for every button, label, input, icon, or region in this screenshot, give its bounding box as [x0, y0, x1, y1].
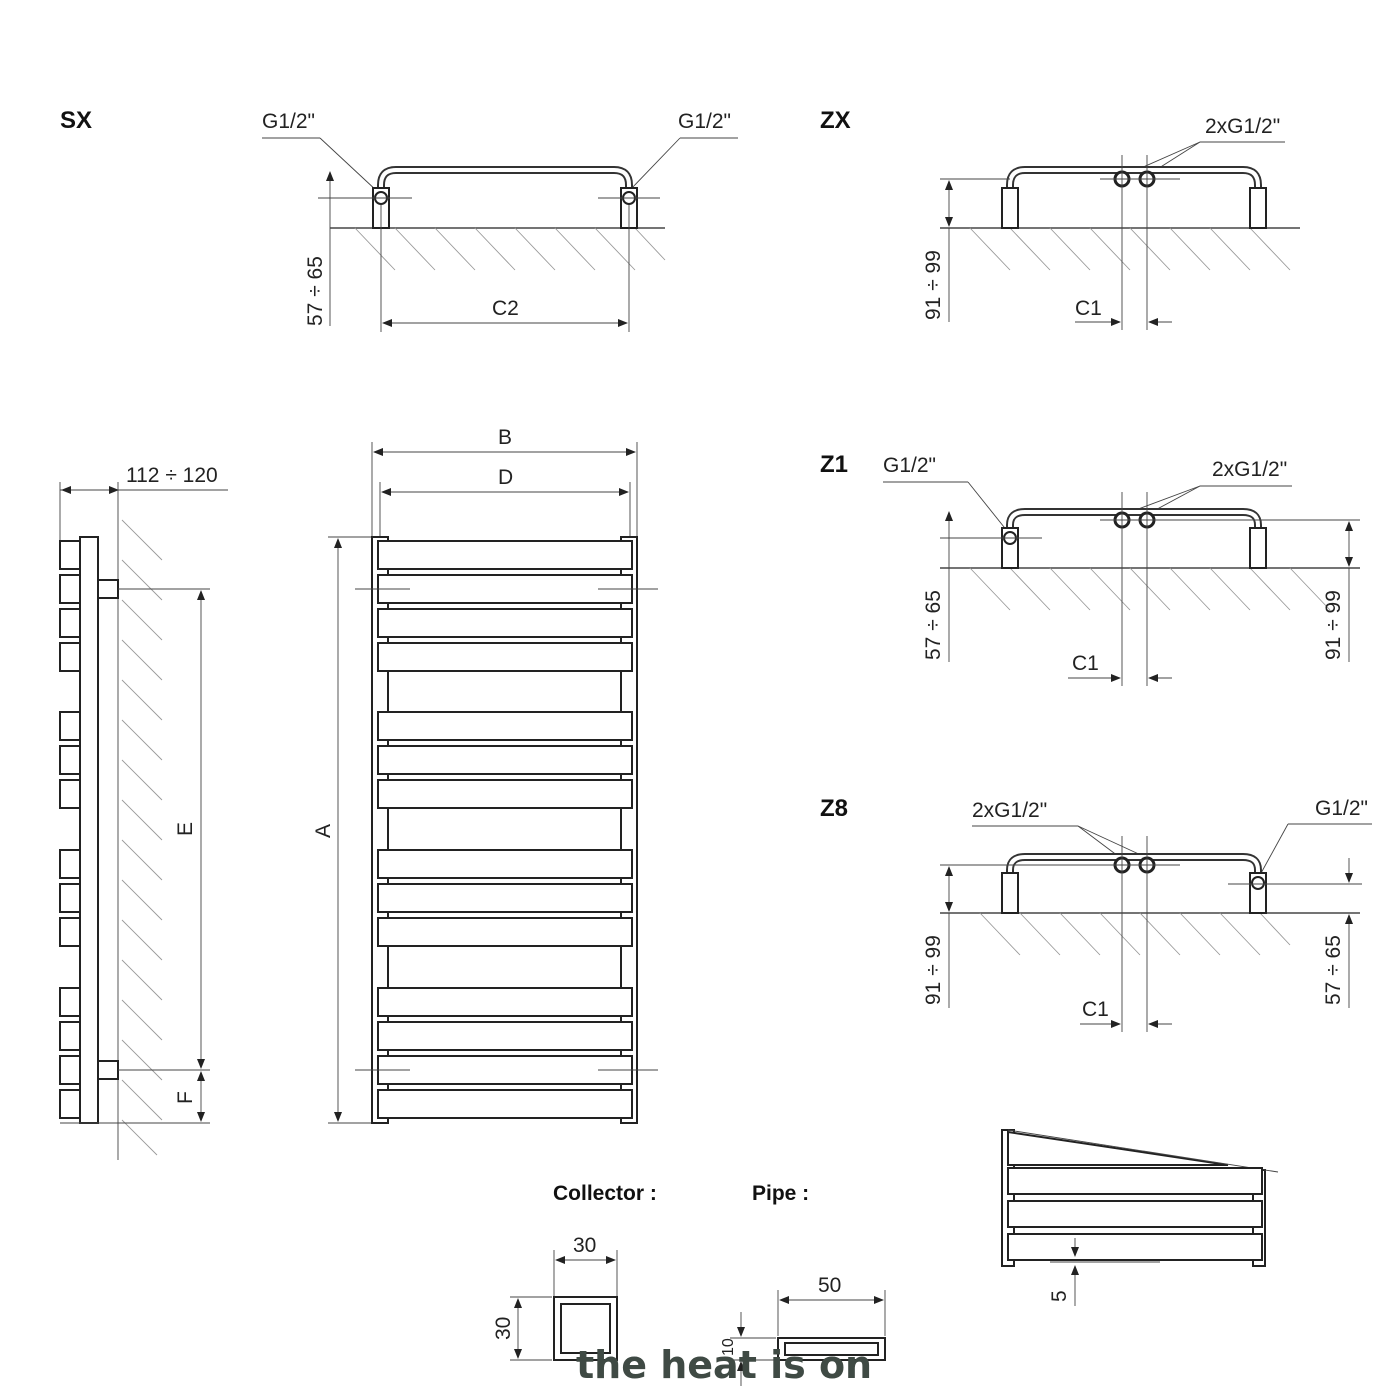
zx-spacing-label: C1 [1075, 297, 1102, 320]
zx-conn-label: 2xG1/2" [1205, 115, 1280, 138]
sx-title: SX [60, 107, 92, 134]
z8-conn-mid-label: 2xG1/2" [972, 799, 1047, 822]
pipe-section: Pipe : 50 10 [720, 1182, 886, 1386]
side-f-label: F [174, 1091, 197, 1104]
z1-conn-mid-label: 2xG1/2" [1212, 458, 1287, 481]
pipe-width-label: 50 [818, 1274, 841, 1297]
sx-wall-hatch [354, 227, 666, 271]
zx-title: ZX [820, 107, 851, 134]
zx-view: ZX 2xG1/2" C1 91 ÷ 99 [820, 107, 1300, 330]
front-a-label: A [312, 824, 335, 838]
sx-conn-left-label: G1/2" [262, 110, 315, 133]
z8-height-right-label: 57 ÷ 65 [1322, 935, 1345, 1005]
z1-view: Z1 G1/2" 2xG1/2" C1 57 ÷ 65 91 ÷ 99 [820, 451, 1360, 686]
z1-height-left-label: 57 ÷ 65 [922, 590, 945, 660]
side-e-label: E [174, 822, 197, 836]
collector-width-label: 30 [573, 1234, 596, 1257]
side-view: 112 ÷ 120 E F [59, 464, 228, 1160]
sx-spacing-label: C2 [492, 297, 519, 320]
zx-height-label: 91 ÷ 99 [922, 250, 945, 320]
front-b-label: B [498, 426, 512, 449]
sx-height-label: 57 ÷ 65 [304, 256, 327, 326]
collector-right [620, 536, 638, 1124]
z8-height-left-label: 91 ÷ 99 [922, 935, 945, 1005]
z1-spacing-label: C1 [1072, 652, 1099, 675]
gap-detail: 5 [1001, 1129, 1279, 1306]
z1-title: Z1 [820, 451, 848, 478]
front-d-label: D [498, 466, 513, 489]
watermark: the heat is on [576, 1343, 872, 1387]
z8-conn-right-label: G1/2" [1315, 797, 1368, 820]
pipe-height-label: 10 [720, 1338, 737, 1356]
z8-title: Z8 [820, 795, 848, 822]
collector-section: Collector : 30 30 [492, 1182, 657, 1361]
side-depth-label: 112 ÷ 120 [126, 464, 218, 487]
z8-spacing-label: C1 [1082, 998, 1109, 1021]
front-view: B D A [312, 426, 658, 1124]
z1-conn-left-label: G1/2" [883, 454, 936, 477]
sx-view: SX G1/2" G1/2" 57 ÷ 65 C2 [60, 107, 738, 332]
gap-label: 5 [1048, 1290, 1071, 1302]
collector-label: Collector : [553, 1182, 657, 1205]
pipe-label: Pipe : [752, 1182, 809, 1205]
collector-height-label: 30 [492, 1317, 515, 1340]
collector-left [371, 536, 389, 1124]
z8-view: Z8 2xG1/2" G1/2" C1 91 ÷ 99 57 ÷ 65 [820, 795, 1372, 1032]
z1-height-right-label: 91 ÷ 99 [1322, 590, 1345, 660]
side-tubes [59, 540, 81, 1119]
front-bars [377, 540, 633, 1119]
sx-conn-right-label: G1/2" [678, 110, 731, 133]
